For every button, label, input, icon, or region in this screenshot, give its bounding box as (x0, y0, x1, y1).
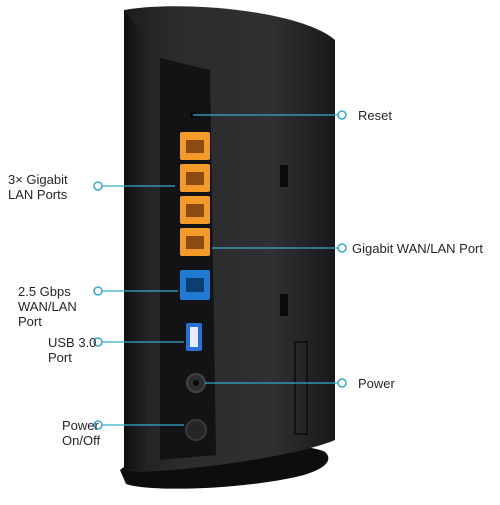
router-side (124, 10, 150, 470)
callout-marker-wan-lan (337, 243, 347, 253)
label-lan-ports: 3× Gigabit LAN Ports (8, 172, 68, 202)
port-panel (160, 58, 216, 460)
label-reset: Reset (358, 108, 392, 123)
label-power-onoff: Power On/Off (62, 418, 101, 448)
callout-marker-lan (93, 181, 103, 191)
body-panel-edge (294, 341, 308, 435)
label-usb-port: USB 3.0 Port (48, 335, 97, 365)
label-2-5g-port: 2.5 Gbps WAN/LAN Port (18, 284, 77, 329)
callout-marker-usb (93, 337, 103, 347)
vent-slot-1 (280, 165, 288, 187)
label-gigabit-wan-lan: Gigabit WAN/LAN Port (352, 241, 484, 256)
power-button (185, 419, 207, 441)
callout-marker-2-5g (93, 286, 103, 296)
callout-marker-power (337, 378, 347, 388)
vent-slot-2 (280, 294, 288, 316)
callout-marker-reset (337, 110, 347, 120)
label-power: Power (358, 376, 395, 391)
router-body (124, 6, 335, 472)
callout-marker-power-onoff (93, 420, 103, 430)
